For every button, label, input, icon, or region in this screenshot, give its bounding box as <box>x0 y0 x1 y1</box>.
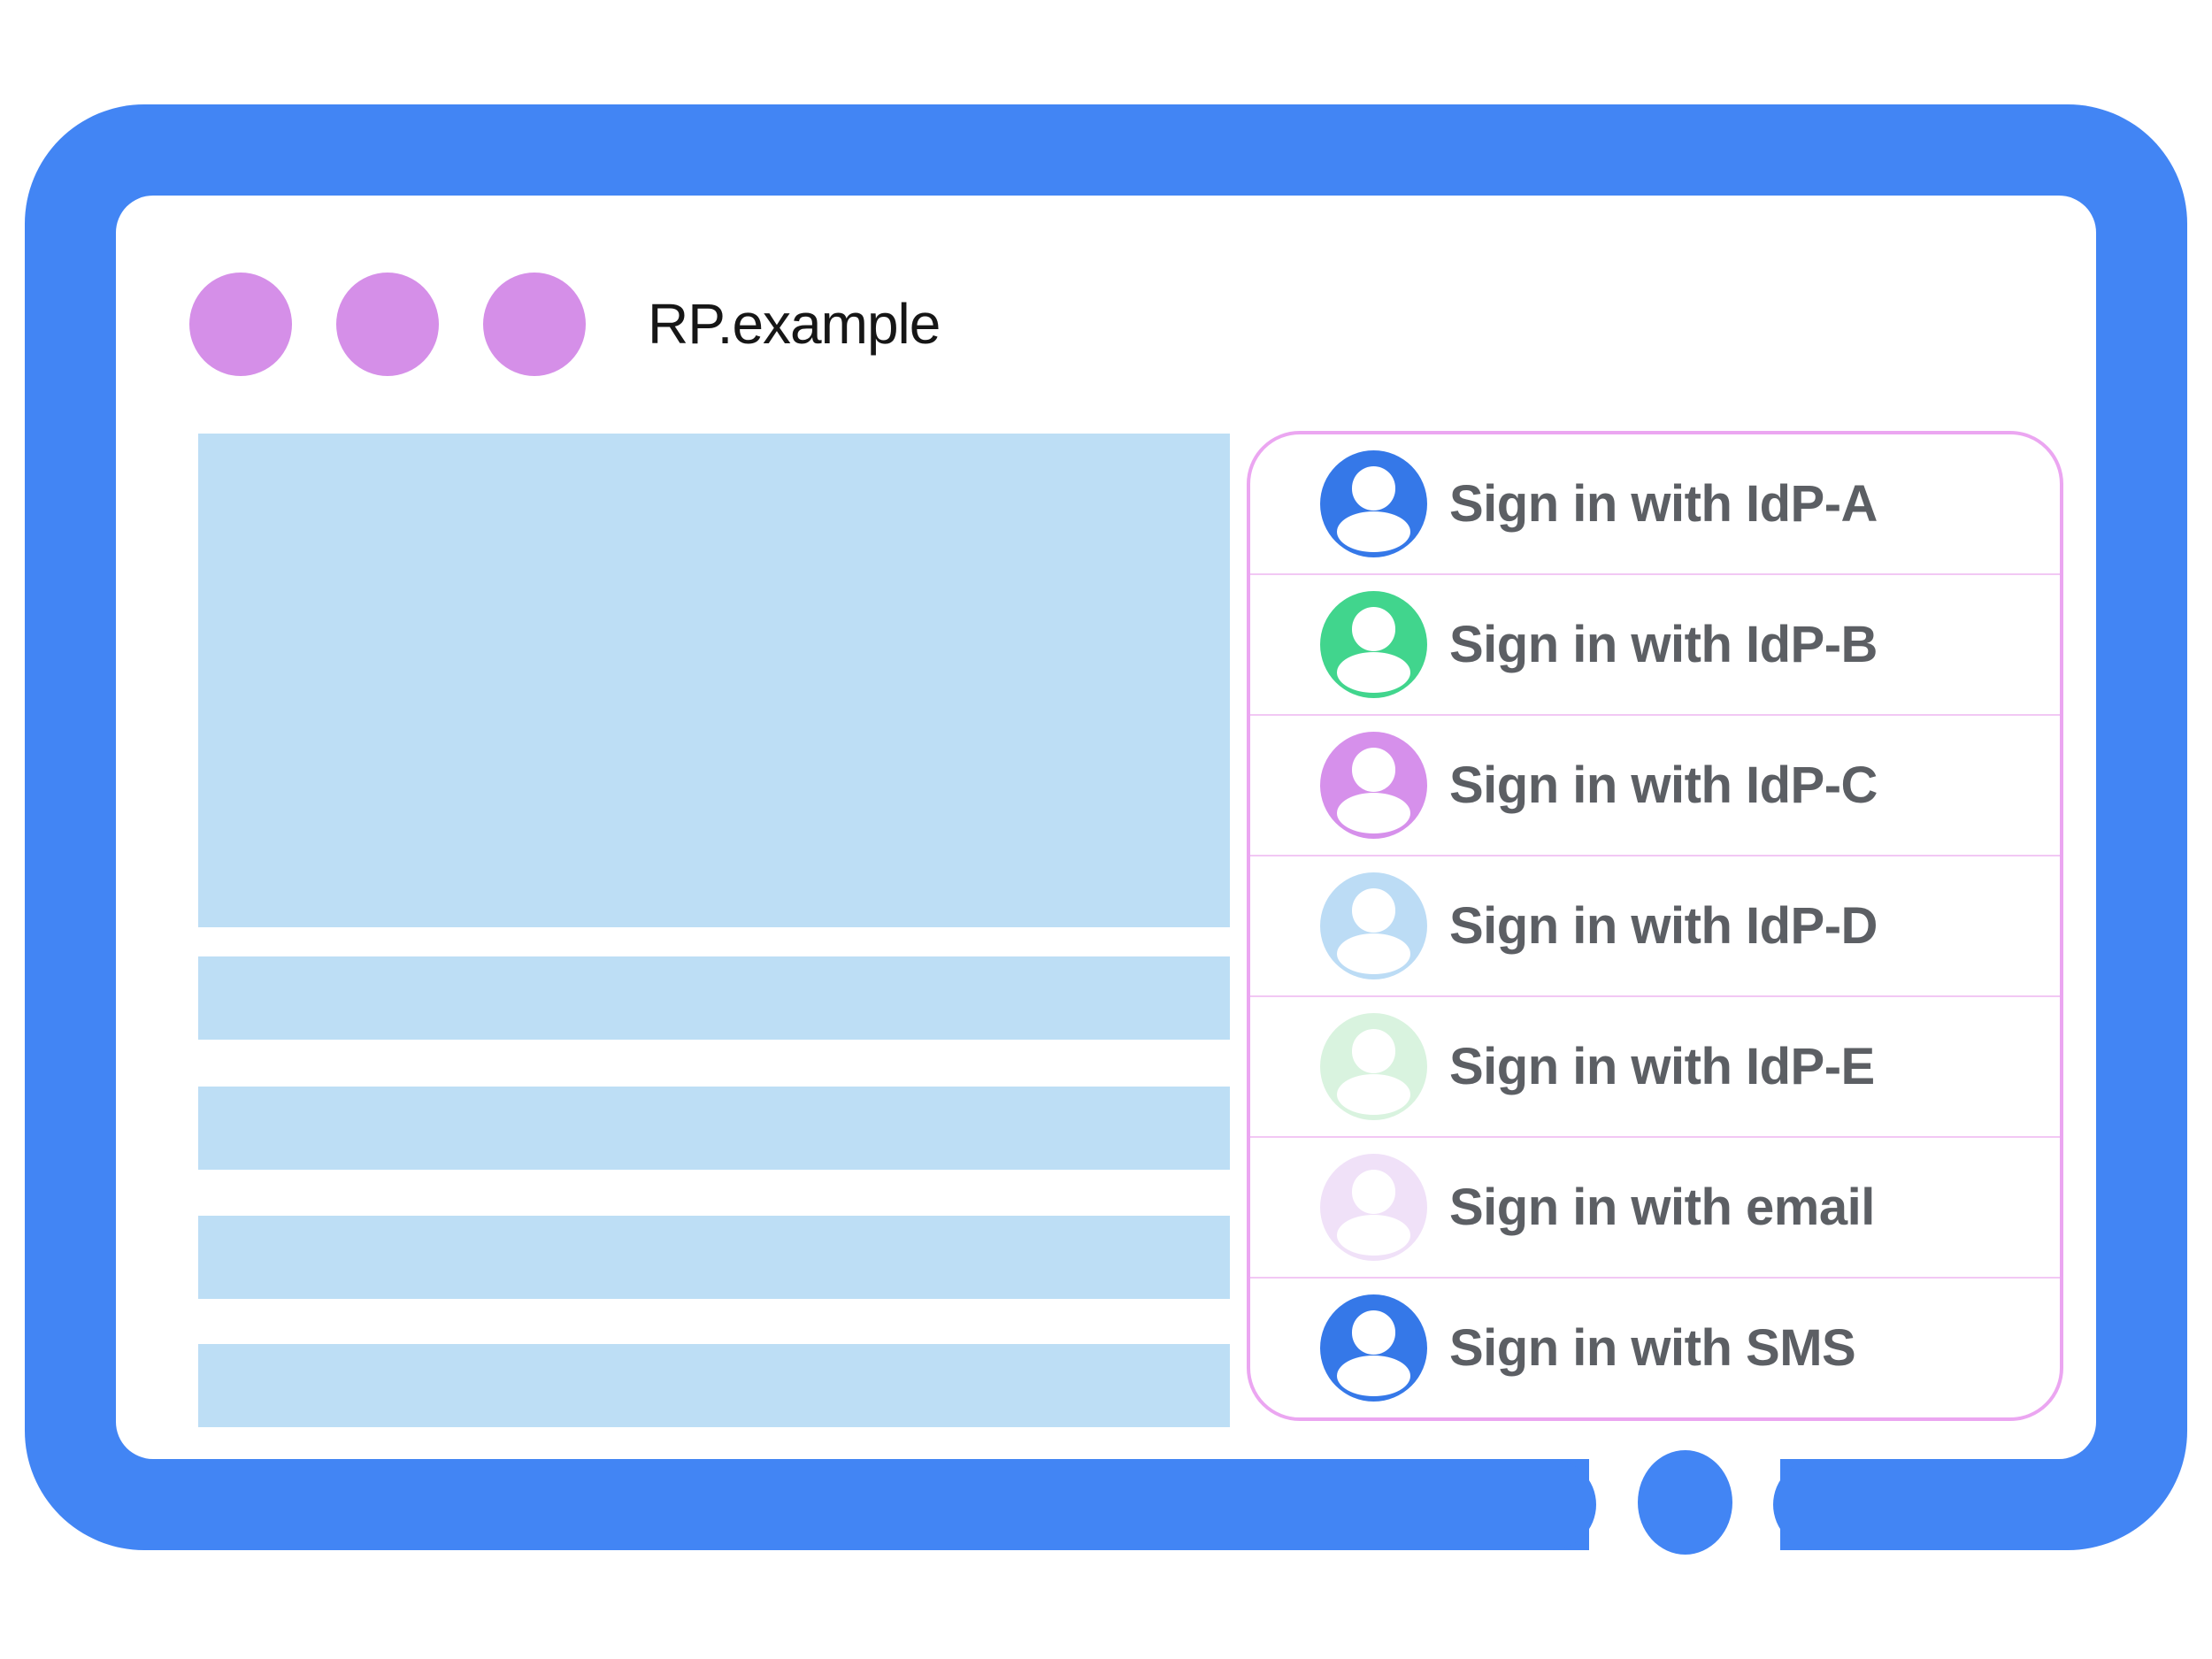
page-title: RP.example <box>648 292 941 356</box>
person-avatar-icon <box>1320 872 1427 979</box>
avatar-shoulders-shape <box>1337 1214 1410 1256</box>
signin-option-label: Sign in with IdP-E <box>1449 1038 1875 1095</box>
avatar-head-shape <box>1351 607 1396 651</box>
text-placeholder-bar <box>198 1344 1230 1427</box>
signin-option-row[interactable]: Sign in with IdP-A <box>1250 434 2060 573</box>
avatar-shoulders-shape <box>1337 1073 1410 1115</box>
signin-option-row[interactable]: Sign in with email <box>1250 1136 2060 1277</box>
avatar-shoulders-shape <box>1337 933 1410 974</box>
signin-option-label: Sign in with IdP-A <box>1449 475 1878 533</box>
window-control-dot-icon <box>336 273 439 376</box>
hero-content-placeholder <box>198 434 1230 927</box>
signin-option-row[interactable]: Sign in with IdP-E <box>1250 995 2060 1136</box>
bezel-notch-button <box>1638 1450 1732 1555</box>
window-control-dot-icon <box>189 273 292 376</box>
avatar-head-shape <box>1351 1310 1396 1355</box>
bezel-bar-end-cap <box>1513 1459 1596 1550</box>
avatar-shoulders-shape <box>1337 792 1410 833</box>
person-avatar-icon <box>1320 1154 1427 1261</box>
text-placeholder-bar <box>198 1087 1230 1170</box>
person-avatar-icon <box>1320 1013 1427 1120</box>
text-placeholder-bar <box>198 1216 1230 1299</box>
window-control-dot-icon <box>483 273 586 376</box>
bezel-bar-end-cap <box>1773 1459 1856 1550</box>
signin-option-row[interactable]: Sign in with IdP-C <box>1250 714 2060 855</box>
avatar-head-shape <box>1351 1170 1396 1214</box>
person-avatar-icon <box>1320 450 1427 557</box>
person-avatar-icon <box>1320 1294 1427 1402</box>
person-avatar-icon <box>1320 591 1427 698</box>
text-placeholder-bar <box>198 956 1230 1040</box>
signin-option-label: Sign in with IdP-C <box>1449 757 1878 814</box>
avatar-shoulders-shape <box>1337 651 1410 693</box>
signin-option-row[interactable]: Sign in with IdP-D <box>1250 855 2060 995</box>
signin-account-chooser: Sign in with IdP-A Sign in with IdP-B Si… <box>1247 431 2063 1421</box>
signin-option-label: Sign in with SMS <box>1449 1319 1856 1377</box>
signin-option-label: Sign in with IdP-B <box>1449 616 1878 673</box>
signin-option-row[interactable]: Sign in with IdP-B <box>1250 573 2060 714</box>
avatar-shoulders-shape <box>1337 511 1410 552</box>
person-avatar-icon <box>1320 732 1427 839</box>
avatar-head-shape <box>1351 1029 1396 1073</box>
avatar-head-shape <box>1351 888 1396 933</box>
signin-option-label: Sign in with email <box>1449 1179 1875 1236</box>
signin-option-label: Sign in with IdP-D <box>1449 897 1878 955</box>
avatar-head-shape <box>1351 466 1396 511</box>
avatar-head-shape <box>1351 748 1396 792</box>
avatar-shoulders-shape <box>1337 1355 1410 1396</box>
signin-options-list: Sign in with IdP-A Sign in with IdP-B Si… <box>1250 434 2060 1417</box>
signin-option-row[interactable]: Sign in with SMS <box>1250 1277 2060 1417</box>
